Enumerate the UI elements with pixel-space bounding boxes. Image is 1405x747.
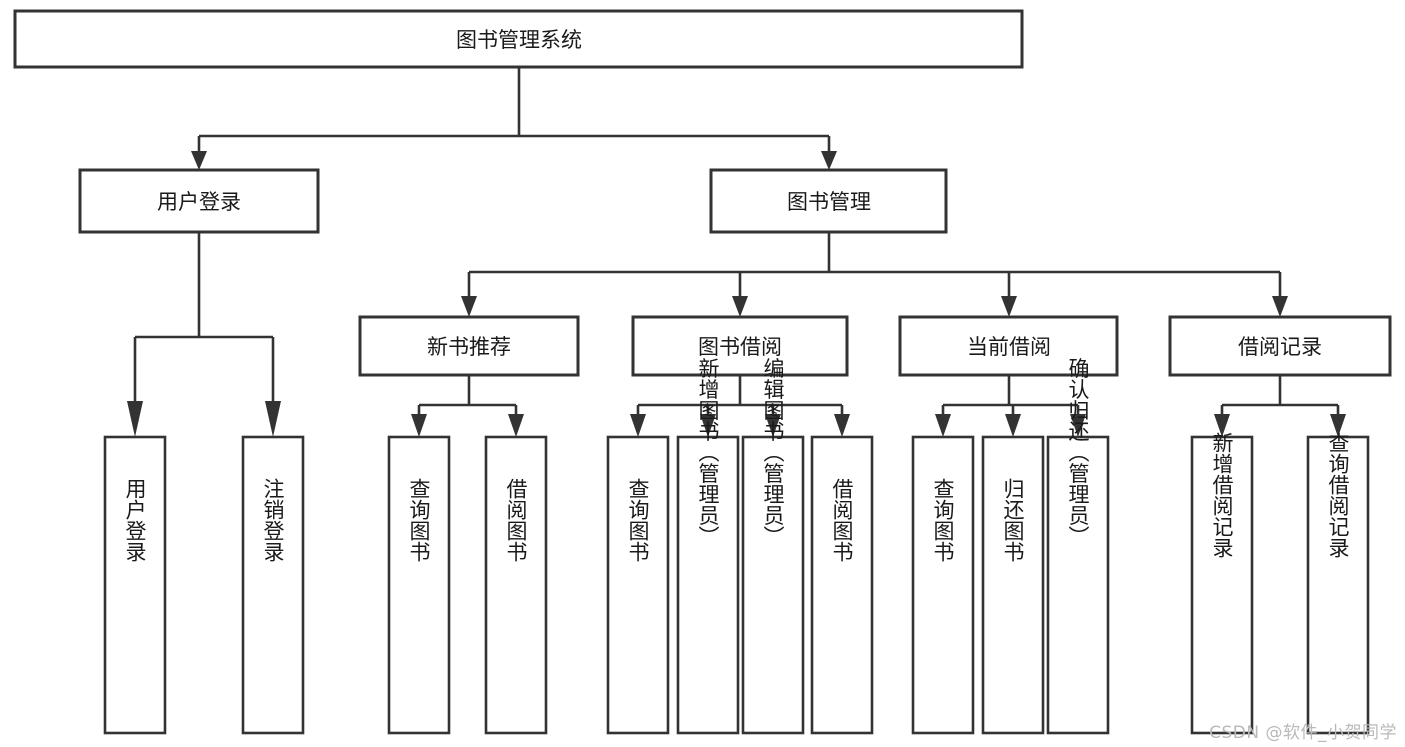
node-borrow-records-label: 借阅记录	[1238, 335, 1322, 359]
leaf-user-login-box[interactable]	[103, 435, 167, 735]
leaf-edit-book-admin[interactable]: 编辑图书（管理员）	[741, 358, 805, 735]
arrow-current-leaf2	[1005, 414, 1021, 437]
arrow-userlogin-leaf2	[265, 401, 281, 437]
leaf-query-book-borrow-box[interactable]	[606, 435, 670, 735]
leaf-return-book[interactable]: 归还图书	[981, 435, 1045, 735]
connector-layer	[127, 67, 1346, 437]
node-root-system[interactable]: 图书管理系统	[13, 9, 1024, 69]
arrow-userlogin-leaf1	[127, 401, 143, 437]
leaf-edit-book-admin-box[interactable]	[741, 435, 805, 735]
arrow-newbook-leaf1	[411, 414, 427, 437]
leaf-logout-box[interactable]	[241, 435, 305, 735]
leaf-query-book-current-box[interactable]	[911, 435, 975, 735]
node-user-login-label: 用户登录	[157, 190, 241, 214]
node-new-book-recommend-box[interactable]	[358, 315, 580, 377]
node-book-management-box[interactable]	[709, 168, 948, 234]
arrow-to-records	[1272, 296, 1288, 317]
leaf-query-book-borrow[interactable]: 查询图书	[606, 435, 670, 735]
leaf-query-book-current[interactable]: 查询图书	[911, 435, 975, 735]
leaf-add-borrow-record[interactable]: 新增借阅记录	[1190, 432, 1254, 735]
arrow-borrow-leaf1	[630, 414, 646, 437]
node-book-management-label: 图书管理	[787, 190, 871, 214]
leaf-query-book-newbook-box[interactable]	[387, 435, 451, 735]
arrow-root-to-userlogin	[191, 151, 207, 170]
leaf-query-book-newbook[interactable]: 查询图书	[387, 435, 451, 735]
arrow-records-leaf1	[1214, 414, 1230, 437]
node-current-borrow-box[interactable]	[898, 315, 1119, 377]
leaf-user-login[interactable]: 用户登录	[103, 435, 167, 735]
node-book-borrow-label: 图书借阅	[698, 335, 782, 359]
node-borrow-records-box[interactable]	[1168, 315, 1392, 377]
leaf-query-book-current-label: 查询图书	[931, 478, 955, 562]
leaf-add-book-admin[interactable]: 新增图书（管理员）	[676, 358, 740, 735]
arrow-records-leaf2	[1330, 414, 1346, 437]
leaf-borrow-book-newbook[interactable]: 借阅图书	[484, 435, 548, 735]
leaf-borrow-book-borrow[interactable]: 借阅图书	[810, 435, 874, 735]
arrow-borrow-leaf3	[765, 414, 781, 437]
leaf-query-book-newbook-label: 查询图书	[407, 478, 431, 562]
leaf-borrow-book-borrow-label: 借阅图书	[830, 478, 854, 562]
leaf-query-borrow-record[interactable]: 查询借阅记录	[1306, 432, 1370, 735]
arrow-current-leaf1	[935, 414, 951, 437]
node-user-login-box[interactable]	[78, 168, 320, 234]
leaf-logout-label: 注销登录	[261, 478, 285, 562]
leaf-confirm-return-admin[interactable]: 确认归还（管理员）	[1046, 358, 1110, 735]
leaf-user-login-label: 用户登录	[123, 478, 147, 562]
leaf-borrow-book-newbook-label: 借阅图书	[504, 478, 528, 562]
leaf-borrow-book-borrow-box[interactable]	[810, 435, 874, 735]
leaf-return-book-label: 归还图书	[1001, 478, 1025, 562]
leaf-query-borrow-record-box[interactable]	[1306, 435, 1370, 735]
leaf-add-borrow-record-label: 新增借阅记录	[1210, 432, 1234, 558]
arrow-borrow-leaf4	[834, 414, 850, 437]
arrow-to-current	[1001, 296, 1017, 317]
node-current-borrow-label: 当前借阅	[967, 335, 1051, 359]
arrow-borrow-leaf2	[700, 414, 716, 437]
node-root-box[interactable]	[13, 9, 1024, 69]
leaf-add-book-admin-label: 新增图书（管理员）	[696, 358, 720, 547]
node-current-borrow[interactable]: 当前借阅	[898, 315, 1119, 377]
leaf-return-book-box[interactable]	[981, 435, 1045, 735]
leaf-confirm-return-admin-box[interactable]	[1046, 435, 1110, 735]
arrow-to-newbook	[461, 296, 477, 317]
leaf-borrow-book-newbook-box[interactable]	[484, 435, 548, 735]
arrow-current-leaf3	[1070, 414, 1086, 437]
node-book-management[interactable]: 图书管理	[709, 168, 948, 234]
node-new-book-recommend-label: 新书推荐	[427, 335, 511, 359]
arrow-to-borrow	[732, 296, 748, 317]
leaf-query-borrow-record-label: 查询借阅记录	[1326, 432, 1350, 558]
csdn-watermark: CSDN @软件_小贺同学	[1209, 723, 1397, 743]
leaf-query-book-borrow-label: 查询图书	[626, 478, 650, 562]
node-book-borrow-box[interactable]	[631, 315, 849, 377]
node-borrow-records[interactable]: 借阅记录	[1168, 315, 1392, 377]
leaf-add-borrow-record-box[interactable]	[1190, 435, 1254, 735]
node-book-borrow[interactable]: 图书借阅	[631, 315, 849, 377]
node-new-book-recommend[interactable]: 新书推荐	[358, 315, 580, 377]
leaf-add-book-admin-box[interactable]	[676, 435, 740, 735]
leaf-confirm-return-admin-label: 确认归还（管理员）	[1066, 358, 1090, 547]
leaf-edit-book-admin-label: 编辑图书（管理员）	[761, 358, 785, 547]
arrow-newbook-leaf2	[508, 414, 524, 437]
node-user-login[interactable]: 用户登录	[78, 168, 320, 234]
node-root-label: 图书管理系统	[456, 28, 582, 52]
arrow-root-to-bookmgmt	[821, 151, 837, 170]
leaf-logout[interactable]: 注销登录	[241, 435, 305, 735]
